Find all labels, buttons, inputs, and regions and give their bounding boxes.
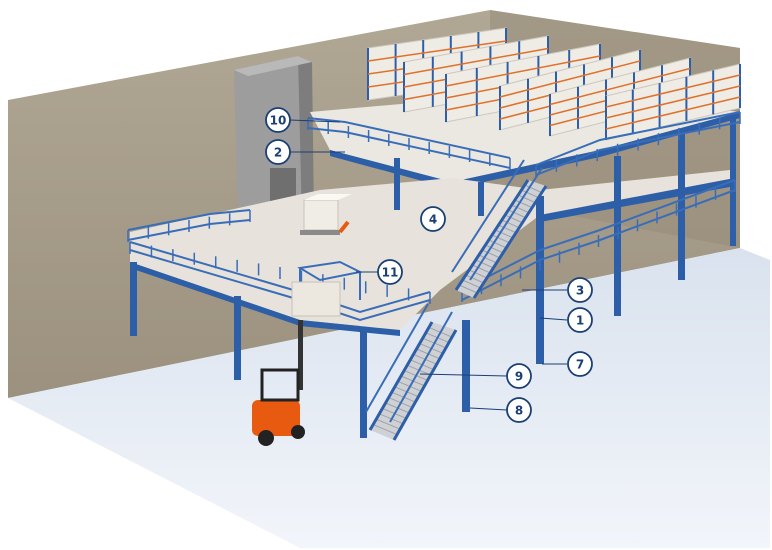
callout-leaders [289,119,568,411]
callout-4: 4 [420,206,446,232]
callout-label: 10 [270,114,287,128]
pallet-jack-icon [300,194,352,235]
forklift-icon [252,320,305,446]
callout-11: 11 [377,259,403,285]
callout-2: 2 [265,139,291,165]
callouts: 1 2 3 4 7 8 9 10 11 [265,107,593,423]
callout-1: 1 [567,307,593,333]
stair-icon [365,303,458,441]
callout-label: 8 [515,404,523,418]
stair-icon [451,159,548,299]
callout-label: 1 [576,314,584,328]
callout-9: 9 [506,363,532,389]
loading-gate [291,260,364,317]
callout-label: 3 [576,284,584,298]
callout-label: 9 [515,370,523,384]
callout-label: 4 [429,213,437,227]
callout-label: 7 [576,358,584,372]
callout-8: 8 [506,397,532,423]
callout-label: 11 [382,266,399,280]
callout-3: 3 [567,277,593,303]
storage-rack-icon [367,27,741,141]
lower-deck-right-edge [540,178,735,222]
callout-label: 2 [274,146,282,160]
goods-lift-icon [234,56,314,230]
callout-10: 10 [265,107,291,133]
lower-deck [130,170,735,330]
lower-deck-edge [130,262,400,336]
callout-7: 7 [567,351,593,377]
